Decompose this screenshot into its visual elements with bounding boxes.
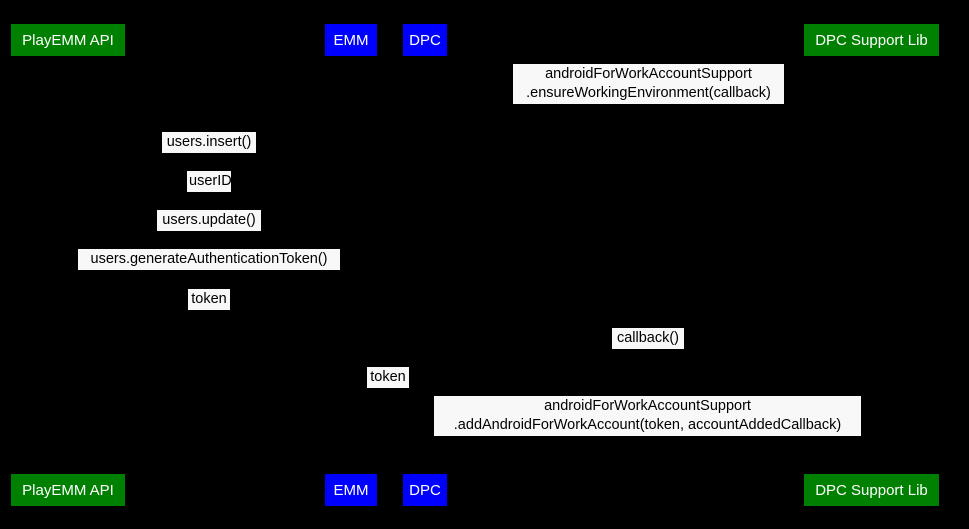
participant-header-emm[interactable]: EMM <box>325 24 377 56</box>
message-label-users-insert[interactable]: users.insert() <box>162 132 256 153</box>
participant-label: EMM <box>333 31 369 49</box>
participant-label: DPC Support Lib <box>815 481 928 499</box>
participant-label: DPC <box>409 481 441 499</box>
participant-header-dpc-support-lib[interactable]: DPC Support Lib <box>804 24 939 56</box>
message-line: androidForWorkAccountSupport <box>544 398 751 414</box>
participant-label: EMM <box>333 481 369 499</box>
message-label-token-to-dpc[interactable]: token <box>367 367 409 388</box>
message-line: .ensureWorkingEnvironment(callback) <box>526 85 771 101</box>
participant-label: PlayEMM API <box>22 31 114 49</box>
message-label-add-android-for-work-account[interactable]: androidForWorkAccountSupport .addAndroidF… <box>434 396 861 436</box>
participant-footer-dpc[interactable]: DPC <box>403 474 447 506</box>
participant-header-playemm-api[interactable]: PlayEMM API <box>11 24 125 56</box>
participant-footer-dpc-support-lib[interactable]: DPC Support Lib <box>804 474 939 506</box>
participant-header-dpc[interactable]: DPC <box>403 24 447 56</box>
message-line: token <box>370 369 406 385</box>
message-label-ensure-working-environment[interactable]: androidForWorkAccountSupport .ensureWorki… <box>513 64 784 104</box>
participant-label: DPC <box>409 31 441 49</box>
message-line: token <box>191 291 227 307</box>
message-line: .addAndroidForWorkAccount(token, account… <box>453 417 842 433</box>
participant-footer-playemm-api[interactable]: PlayEMM API <box>11 474 125 506</box>
message-line: userID <box>189 173 232 189</box>
participant-footer-emm[interactable]: EMM <box>325 474 377 506</box>
participant-label: PlayEMM API <box>22 481 114 499</box>
message-label-token-to-emm[interactable]: token <box>188 289 230 310</box>
message-label-callback[interactable]: callback() <box>612 328 684 349</box>
participant-label: DPC Support Lib <box>815 31 928 49</box>
message-label-users-update[interactable]: users.update() <box>157 210 261 231</box>
message-label-users-generate-authentication-token[interactable]: users.generateAuthenticationToken() <box>78 249 340 270</box>
message-label-user-id[interactable]: userID <box>187 171 232 192</box>
message-line: users.generateAuthenticationToken() <box>90 251 328 267</box>
message-line: callback() <box>616 330 680 346</box>
message-line: users.update() <box>162 212 256 228</box>
message-line: androidForWorkAccountSupport <box>545 66 752 82</box>
message-line: users.insert() <box>166 134 252 150</box>
